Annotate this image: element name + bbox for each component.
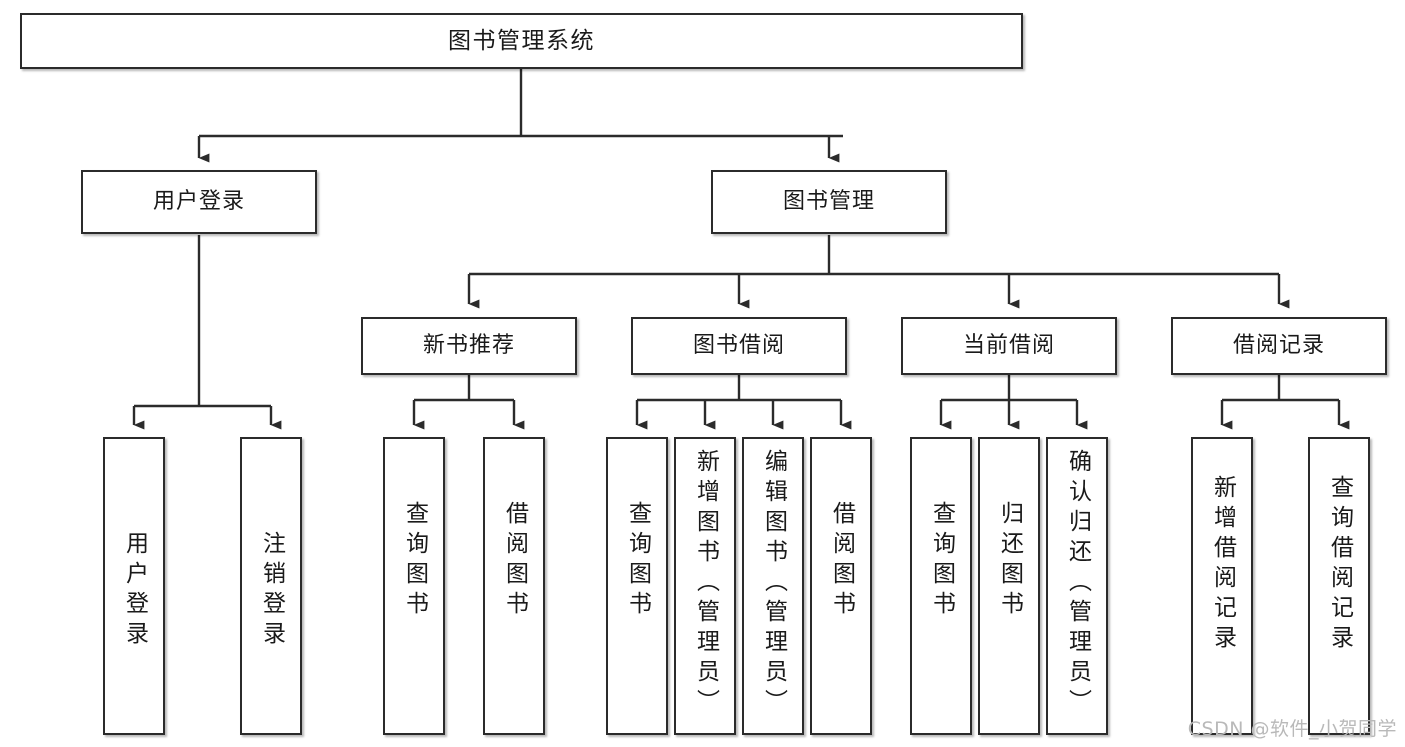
node-root-library-management-system[interactable]: 图书管理系统 <box>20 13 1023 69</box>
node-label: 归还图书 <box>996 501 1023 621</box>
leaf-query-books-current[interactable]: 查询图书 <box>910 437 972 735</box>
node-label: 借阅图书 <box>828 501 855 621</box>
node-label: 借阅图书 <box>501 501 528 621</box>
node-label: 新增图书（管理员） <box>692 449 719 719</box>
leaf-user-login[interactable]: 用户登录 <box>103 437 165 735</box>
node-book-management[interactable]: 图书管理 <box>711 170 947 234</box>
node-label: 借阅记录 <box>1232 333 1325 359</box>
node-user-login[interactable]: 用户登录 <box>81 170 317 234</box>
node-book-borrowing[interactable]: 图书借阅 <box>631 317 847 375</box>
node-label: 查询图书 <box>401 501 428 621</box>
node-label: 新书推荐 <box>422 333 515 359</box>
node-borrowing-records[interactable]: 借阅记录 <box>1171 317 1387 375</box>
node-label: 图书管理系统 <box>448 27 595 54</box>
node-label: 查询图书 <box>624 501 651 621</box>
node-new-book-recommendation[interactable]: 新书推荐 <box>361 317 577 375</box>
node-label: 查询借阅记录 <box>1326 475 1353 655</box>
node-label: 新增借阅记录 <box>1209 475 1236 655</box>
node-label: 用户登录 <box>121 531 148 651</box>
node-label: 图书借阅 <box>692 333 785 359</box>
leaf-borrow-books[interactable]: 借阅图书 <box>810 437 872 735</box>
leaf-add-borrow-record[interactable]: 新增借阅记录 <box>1191 437 1253 735</box>
node-label: 注销登录 <box>258 531 285 651</box>
leaf-return-books[interactable]: 归还图书 <box>978 437 1040 735</box>
leaf-query-borrow-record[interactable]: 查询借阅记录 <box>1308 437 1370 735</box>
leaf-logout[interactable]: 注销登录 <box>240 437 302 735</box>
node-label: 查询图书 <box>928 501 955 621</box>
node-label: 用户登录 <box>152 189 245 215</box>
leaf-borrow-books-recommend[interactable]: 借阅图书 <box>483 437 545 735</box>
node-label: 当前借阅 <box>962 333 1055 359</box>
node-current-borrowing[interactable]: 当前借阅 <box>901 317 1117 375</box>
leaf-query-books-borrow[interactable]: 查询图书 <box>606 437 668 735</box>
leaf-confirm-return-admin[interactable]: 确认归还（管理员） <box>1046 437 1108 735</box>
node-label: 编辑图书（管理员） <box>760 449 787 719</box>
leaf-query-books-recommend[interactable]: 查询图书 <box>383 437 445 735</box>
node-label: 确认归还（管理员） <box>1064 449 1091 719</box>
leaf-edit-book-admin[interactable]: 编辑图书（管理员） <box>742 437 804 735</box>
node-label: 图书管理 <box>782 189 875 215</box>
leaf-add-book-admin[interactable]: 新增图书（管理员） <box>674 437 736 735</box>
